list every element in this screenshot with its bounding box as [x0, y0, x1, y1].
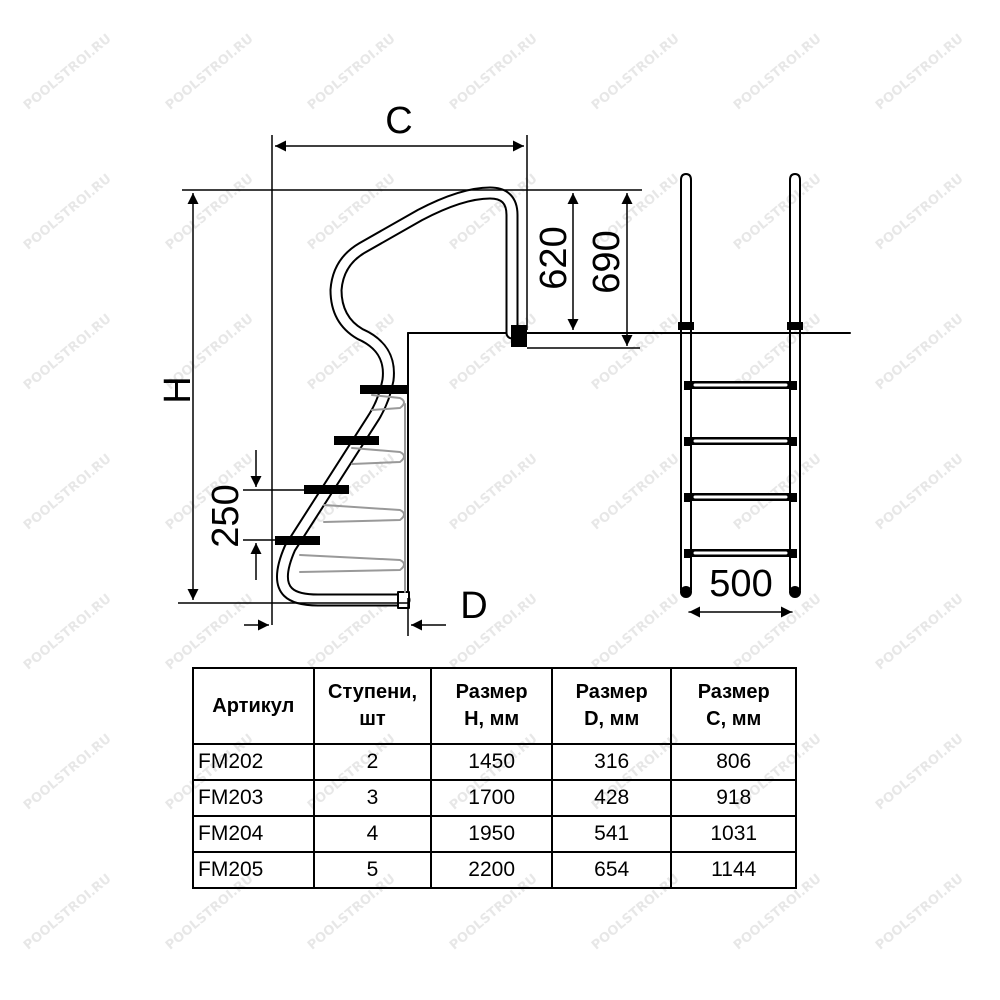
- watermark-text: POOLSTROI.RU: [21, 451, 115, 533]
- cell-steps: 4: [312, 815, 433, 853]
- watermark-text: POOLSTROI.RU: [873, 311, 967, 393]
- cell-c: 918: [670, 779, 797, 817]
- cell-article: FM203: [192, 779, 315, 817]
- table-row: FM202 2 1450 316 806: [192, 743, 797, 781]
- watermark-text: POOLSTROI.RU: [21, 171, 115, 253]
- cell-h: 1700: [430, 779, 553, 817]
- table-row: FM205 5 2200 654 1144: [192, 851, 797, 889]
- watermark-text: POOLSTROI.RU: [21, 31, 115, 113]
- watermark-text: POOLSTROI.RU: [21, 311, 115, 393]
- watermark-text: POOLSTROI.RU: [447, 31, 541, 113]
- deck-anchor: [511, 325, 527, 347]
- left-rail: [680, 172, 692, 591]
- wall-fitting: [397, 591, 410, 609]
- dim-h-label: H: [157, 376, 199, 403]
- watermark-text: POOLSTROI.RU: [21, 591, 115, 673]
- step-4: [275, 536, 320, 545]
- cell-d: 654: [550, 851, 673, 889]
- header-article: Артикул: [192, 667, 315, 745]
- cell-h: 1450: [430, 743, 553, 781]
- cell-c: 1144: [670, 851, 797, 889]
- dim-620-label: 620: [533, 226, 575, 289]
- dimension-lines: [178, 135, 642, 636]
- watermark-text: POOLSTROI.RU: [447, 451, 541, 533]
- watermark-text: POOLSTROI.RU: [21, 871, 115, 953]
- cell-d: 428: [550, 779, 673, 817]
- cell-article: FM205: [192, 851, 315, 889]
- dim-500-label: 500: [709, 563, 772, 605]
- watermark-text: POOLSTROI.RU: [731, 31, 825, 113]
- cell-c: 806: [670, 743, 797, 781]
- header-steps: Ступени,шт: [312, 667, 433, 745]
- watermark-text: POOLSTROI.RU: [589, 311, 683, 393]
- watermark-text: POOLSTROI.RU: [163, 171, 257, 253]
- watermark-text: POOLSTROI.RU: [163, 31, 257, 113]
- step-2: [334, 436, 379, 445]
- watermark-text: POOLSTROI.RU: [873, 871, 967, 953]
- cell-h: 1950: [430, 815, 553, 853]
- cell-steps: 2: [312, 743, 433, 781]
- dim-c-label: C: [385, 100, 412, 142]
- dim-d-label: D: [460, 585, 487, 627]
- handrail-tube-inner: [278, 188, 517, 605]
- watermark-text: POOLSTROI.RU: [873, 591, 967, 673]
- watermark-text: POOLSTROI.RU: [731, 171, 825, 253]
- watermark-text: POOLSTROI.RU: [21, 731, 115, 813]
- cell-d: 316: [550, 743, 673, 781]
- step-3: [304, 485, 349, 494]
- cell-c: 1031: [670, 815, 797, 853]
- watermark-text: POOLSTROI.RU: [589, 31, 683, 113]
- dim-250-label: 250: [205, 484, 247, 547]
- side-view: [275, 186, 651, 609]
- table-row: FM203 3 1700 428 918: [192, 779, 797, 817]
- watermark-text: POOLSTROI.RU: [731, 311, 825, 393]
- watermark-text: POOLSTROI.RU: [873, 451, 967, 533]
- watermark-text: POOLSTROI.RU: [873, 31, 967, 113]
- dim-690-label: 690: [586, 230, 628, 293]
- cell-h: 2200: [430, 851, 553, 889]
- watermark-text: POOLSTROI.RU: [589, 451, 683, 533]
- watermark-text: POOLSTROI.RU: [873, 731, 967, 813]
- front-view: [649, 172, 851, 618]
- cell-steps: 5: [312, 851, 433, 889]
- step-1: [360, 385, 407, 394]
- table-row: FM204 4 1950 541 1031: [192, 815, 797, 853]
- cell-steps: 3: [312, 779, 433, 817]
- watermark-text: POOLSTROI.RU: [589, 591, 683, 673]
- watermark-text: POOLSTROI.RU: [873, 171, 967, 253]
- cell-article: FM204: [192, 815, 315, 853]
- cell-d: 541: [550, 815, 673, 853]
- cell-article: FM202: [192, 743, 315, 781]
- watermark-text: POOLSTROI.RU: [731, 451, 825, 533]
